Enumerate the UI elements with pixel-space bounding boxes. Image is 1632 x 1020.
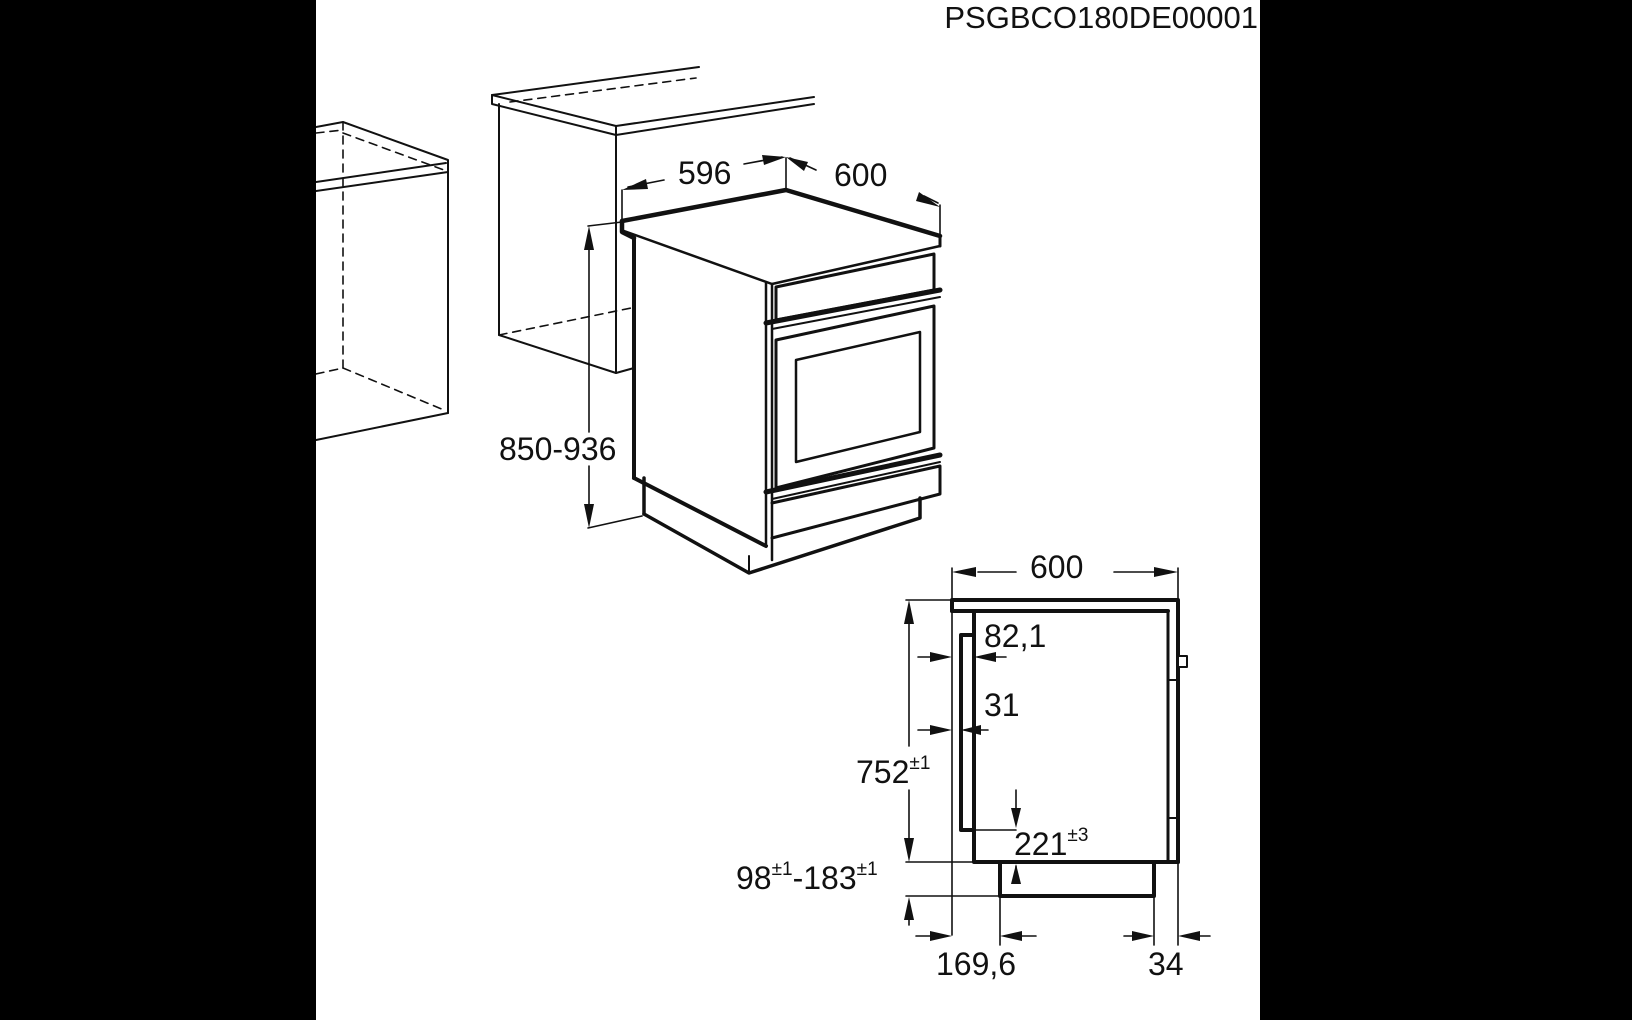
perspective-dimensions (587, 156, 941, 529)
letterbox-left (0, 0, 316, 1020)
left-cabinet (316, 121, 449, 441)
letterbox-right (1260, 0, 1632, 1020)
handle-depth-label: 31 (984, 687, 1020, 723)
drawer-height-label: 221±3 (1014, 825, 1089, 862)
cooker-plinth (642, 476, 922, 575)
drawing-lines (316, 66, 1211, 946)
perspective-arrowheads (584, 155, 940, 528)
height-range-label: 850-936 (499, 431, 617, 467)
dimension-drawing: PSGBCO180DE00001 596 600 850-936 600 82,… (316, 0, 1260, 1020)
body-height-label: 752±1 (856, 753, 931, 790)
right-cabinet (491, 66, 815, 374)
cooker-side (632, 236, 768, 548)
plinth-range-label: 98±1-183±1 (736, 859, 878, 896)
side-arrowheads (904, 567, 1200, 941)
front-offset-label: 169,6 (936, 946, 1017, 982)
side-dimensions (905, 567, 1211, 946)
side-depth-label: 600 (1030, 549, 1084, 585)
handle-offset-label: 82,1 (984, 618, 1047, 654)
width-label: 596 (678, 155, 732, 191)
depth-label: 600 (834, 157, 888, 193)
rear-offset-label: 34 (1148, 946, 1184, 982)
cooker-front (763, 252, 943, 540)
document-code: PSGBCO180DE00001 (944, 0, 1258, 35)
cooker-top (619, 187, 943, 248)
